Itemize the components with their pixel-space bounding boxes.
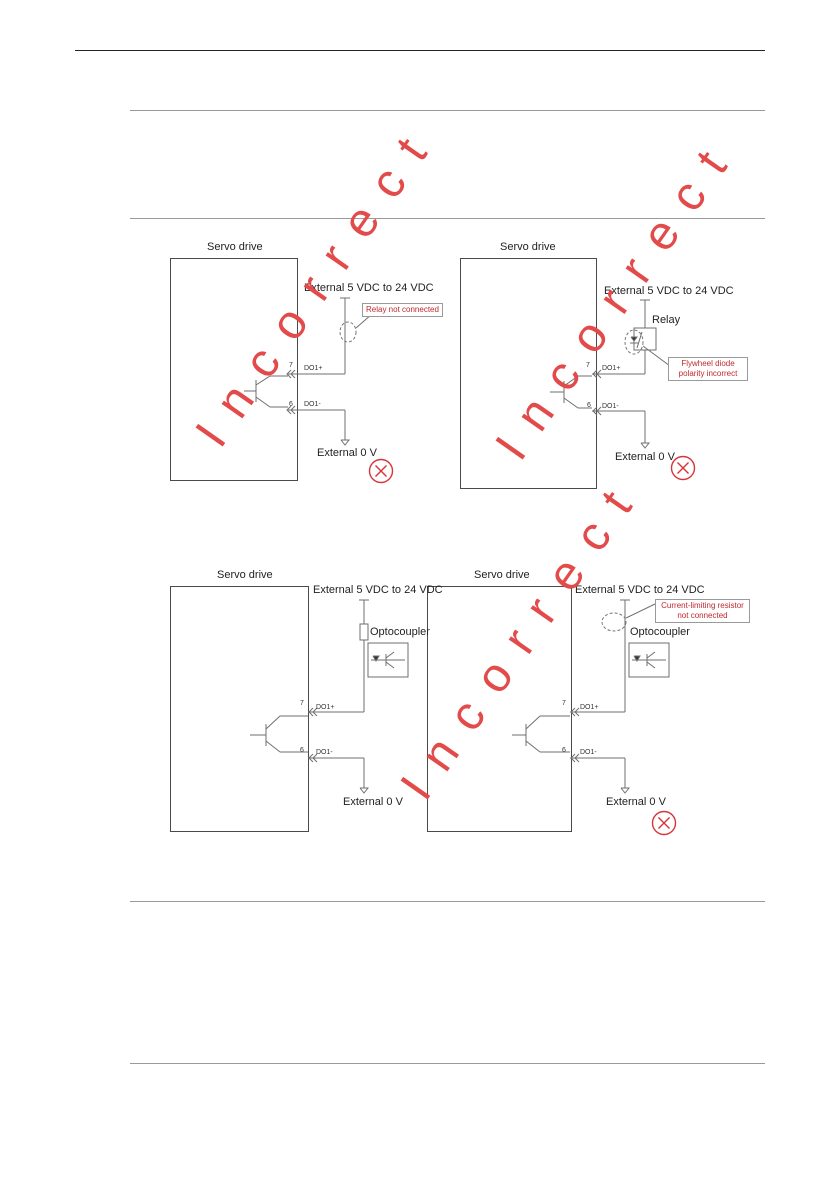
pin-number: 6 bbox=[562, 747, 566, 754]
supply-label: External 5 VDC to 24 VDC bbox=[313, 584, 443, 596]
cross-circle-icon bbox=[368, 458, 394, 484]
pin-name: DO1+ bbox=[304, 365, 323, 372]
servo-drive-label: Servo drive bbox=[207, 241, 263, 253]
pin-name: DO1+ bbox=[316, 704, 335, 711]
cross-circle-icon bbox=[670, 455, 696, 481]
relay-label: Relay bbox=[652, 314, 681, 326]
ground-label: External 0 V bbox=[615, 451, 675, 463]
ground-label: External 0 V bbox=[606, 796, 666, 808]
pin-name: DO1- bbox=[580, 749, 597, 756]
table-rule bbox=[130, 110, 765, 111]
servo-drive-label: Servo drive bbox=[217, 569, 273, 581]
supply-label: External 5 VDC to 24 VDC bbox=[304, 282, 434, 294]
optocoupler-label: Optocoupler bbox=[630, 626, 690, 638]
supply-label: External 5 VDC to 24 VDC bbox=[575, 584, 705, 596]
table-rule bbox=[130, 901, 765, 902]
pin-name: DO1+ bbox=[580, 704, 599, 711]
servo-drive-label: Servo drive bbox=[474, 569, 530, 581]
pin-number: 7 bbox=[562, 700, 566, 707]
ground-label: External 0 V bbox=[343, 796, 403, 808]
supply-label: External 5 VDC to 24 VDC bbox=[604, 285, 734, 297]
header-rule bbox=[75, 50, 765, 51]
cross-circle-icon bbox=[651, 810, 677, 836]
pin-name: DO1- bbox=[602, 403, 619, 410]
table-rule bbox=[130, 1063, 765, 1064]
fault-callout: Flywheel diode polarity incorrect bbox=[668, 357, 748, 381]
pin-name: DO1+ bbox=[602, 365, 621, 372]
servo-drive-box bbox=[170, 586, 309, 832]
optocoupler-label: Optocoupler bbox=[370, 626, 430, 638]
pin-number: 6 bbox=[300, 747, 304, 754]
fault-callout: Current-limiting resistor not connected bbox=[655, 599, 750, 623]
pin-name: DO1- bbox=[304, 401, 321, 408]
servo-drive-box bbox=[460, 258, 597, 489]
fault-callout: Relay not connected bbox=[362, 303, 443, 317]
pin-number: 6 bbox=[587, 402, 591, 409]
table-rule bbox=[130, 218, 765, 219]
ground-label: External 0 V bbox=[317, 447, 377, 459]
servo-drive-box bbox=[427, 586, 572, 832]
servo-drive-label: Servo drive bbox=[500, 241, 556, 253]
pin-number: 7 bbox=[586, 362, 590, 369]
pin-number: 7 bbox=[289, 362, 293, 369]
pin-name: DO1- bbox=[316, 749, 333, 756]
servo-drive-box bbox=[170, 258, 298, 481]
pin-number: 6 bbox=[289, 401, 293, 408]
pin-number: 7 bbox=[300, 700, 304, 707]
